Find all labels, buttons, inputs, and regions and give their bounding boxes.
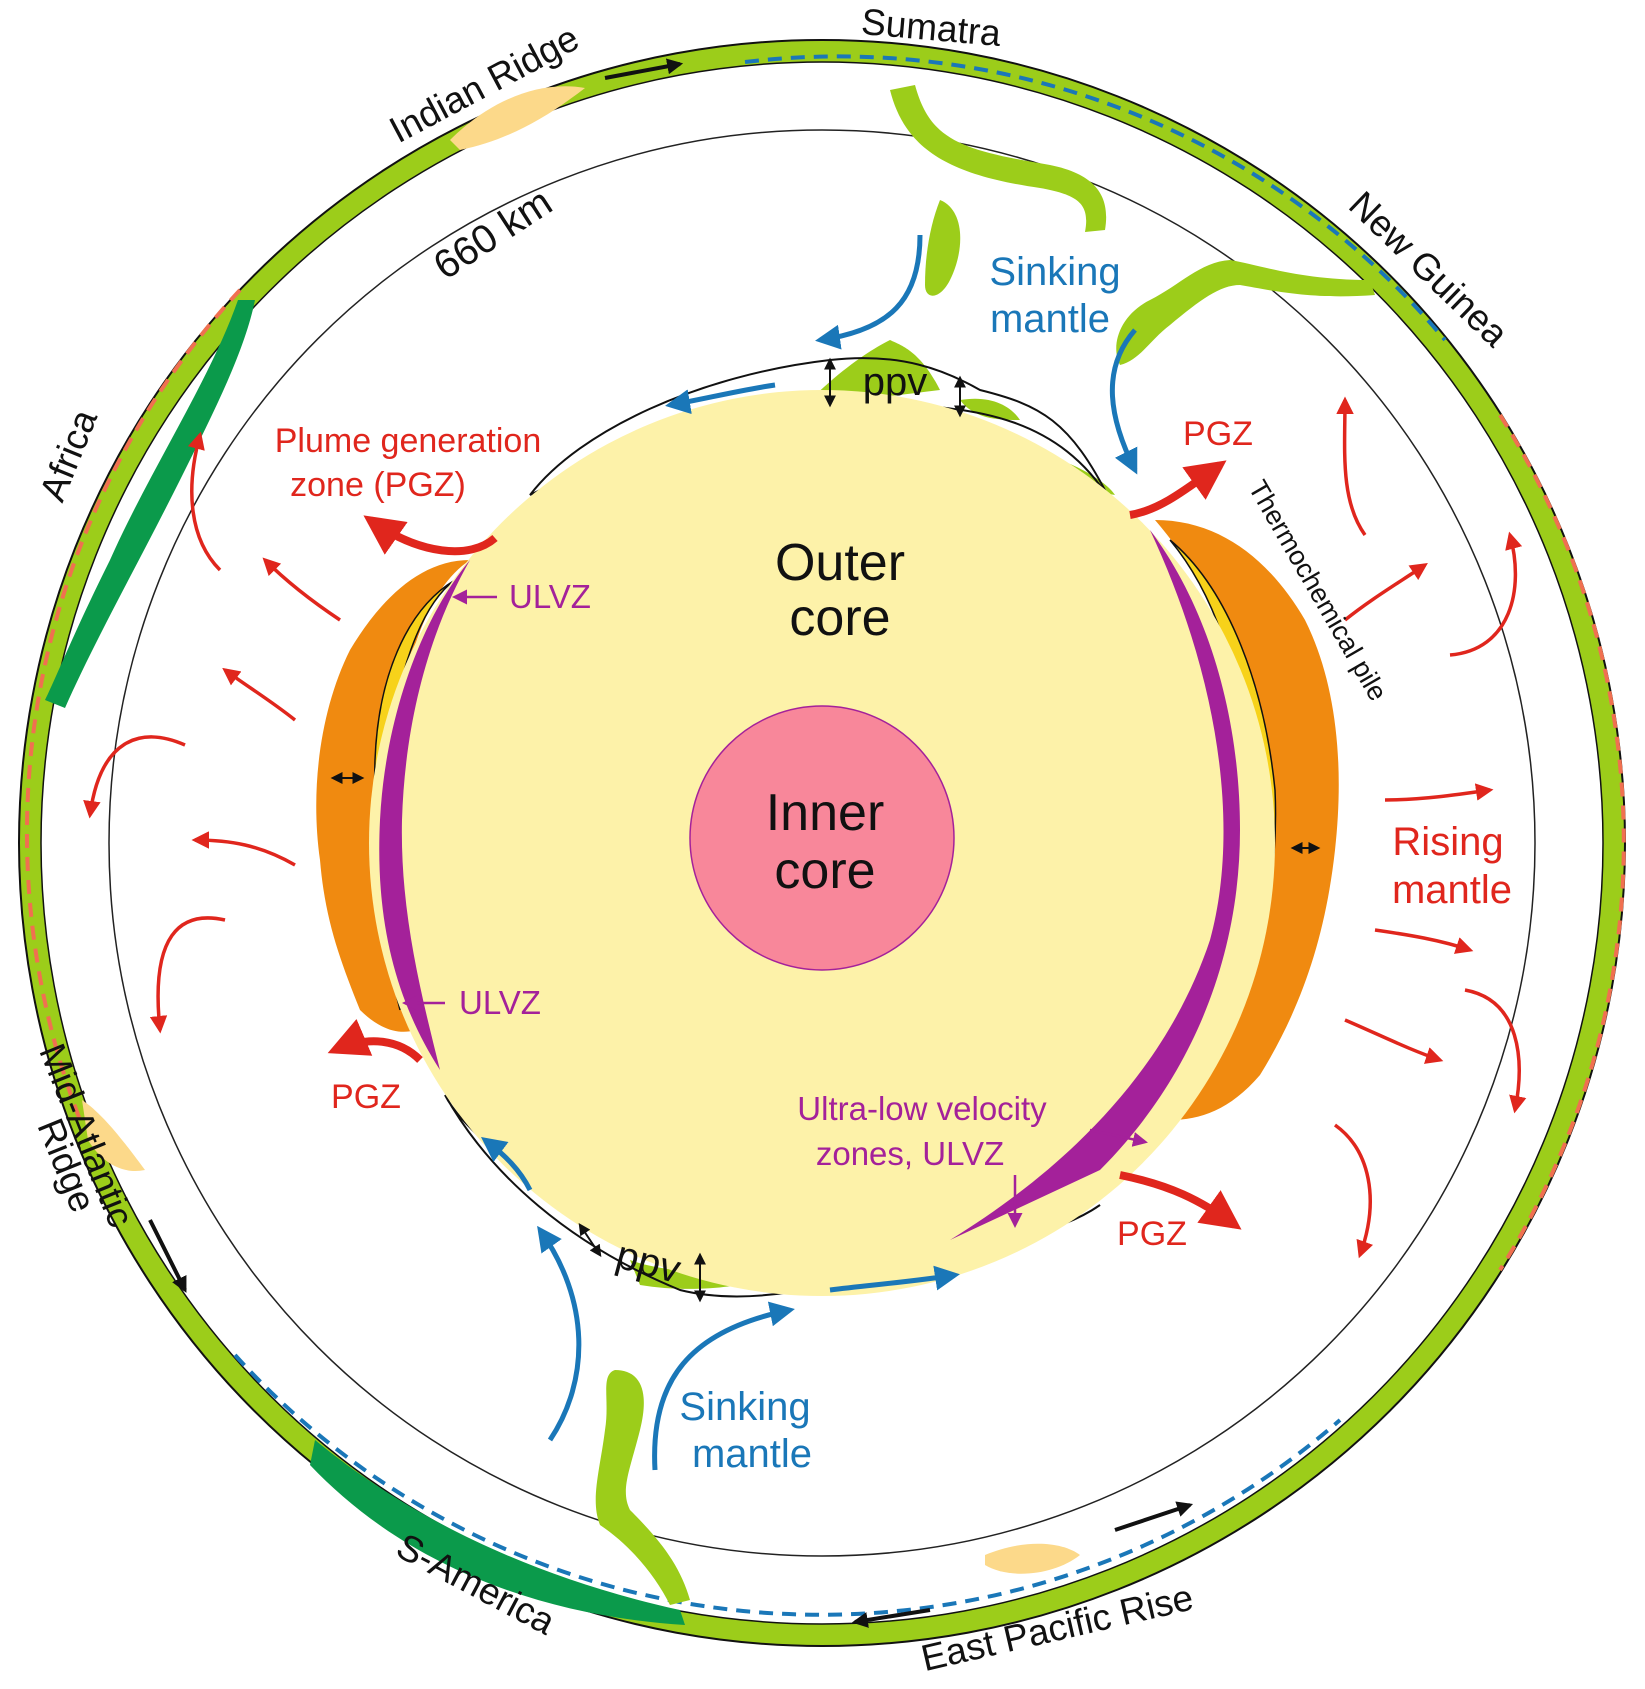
rising-arrow-9 (1449, 531, 1523, 657)
label-outer-core-1: Outer (775, 534, 905, 592)
label-pgz-long-2: zone (PGZ) (290, 466, 466, 504)
rising-arrow-2 (262, 557, 341, 622)
arrow-mid-atlantic (148, 1219, 187, 1293)
pgz-arrow-upper-left (363, 515, 498, 556)
rising-arrow-4 (83, 735, 186, 819)
pile-right-outer (1155, 520, 1339, 1120)
label-pgz-lower-left: PGZ (331, 1078, 401, 1116)
sinking-arrow-3 (665, 382, 776, 415)
label-rising-1: Rising (1392, 820, 1503, 864)
arrow-epr-right (1114, 1501, 1194, 1532)
label-ulvz-lower: ULVZ (459, 984, 541, 1021)
slab-cmb-top-2 (960, 398, 1020, 420)
discontinuity-660km (108, 129, 1536, 1557)
continent-s-america (310, 1440, 685, 1625)
arrow-indian-ridge (604, 58, 684, 80)
sinking-arrow-5 (652, 1301, 795, 1471)
ridge-mid-atlantic (82, 1100, 145, 1171)
label-africa: Africa (32, 403, 106, 506)
ulvz-left (379, 560, 470, 1070)
slab-sumatra-detached (925, 200, 961, 296)
rising-arrow-11 (1374, 928, 1474, 954)
surface-outline-outer (18, 39, 1626, 1647)
dashed-red-left (25, 288, 242, 1121)
label-inner-core-2: core (774, 842, 875, 900)
label-ppv-top: ppv (863, 360, 928, 404)
rising-arrow-10 (1384, 783, 1494, 802)
slab-cmb-top (805, 340, 940, 405)
rising-arrow-6 (149, 916, 226, 1034)
label-pgz-upper-right: PGZ (1183, 415, 1253, 453)
pgz-arrow-lower-left (327, 1019, 423, 1063)
slab-sumatra (890, 85, 1107, 232)
continent-africa (45, 300, 255, 708)
slab-new-guinea (1116, 260, 1375, 365)
label-ulvz-upper: ULVZ (509, 578, 591, 615)
label-inner-core-1: Inner (766, 784, 885, 842)
dashed-red-right (1498, 413, 1626, 1272)
dashed-blue-top (744, 54, 1447, 342)
pgz-arrow-upper-right (1129, 460, 1227, 519)
dashed-blue-bottom (233, 1353, 1342, 1617)
lithosphere-ring (19, 40, 1625, 1646)
arrow-epr-left (851, 1608, 931, 1628)
label-sinking-top-2: mantle (990, 297, 1110, 341)
thickness-arrow-ppv-bot-1 (578, 1223, 602, 1257)
ulvz-right (950, 530, 1240, 1240)
rising-arrow-14 (1333, 1123, 1374, 1259)
pgz-arrows (327, 460, 1242, 1230)
ridge-east-pacific (985, 1543, 1080, 1574)
label-pgz-lower-right: PGZ (1117, 1215, 1187, 1253)
label-pgz-long-1: Plume generation (275, 422, 542, 460)
rising-arrow-5 (191, 831, 296, 867)
label-outer-core-2: core (789, 589, 890, 647)
surface-outline-inner (40, 61, 1604, 1625)
sinking-arrow-2 (1109, 328, 1138, 475)
label-sinking-bottom-1: Sinking (679, 1385, 810, 1429)
label-sinking-bottom-2: mantle (692, 1432, 812, 1476)
sinking-arrow-4 (537, 1225, 582, 1442)
sinking-arrow-6 (481, 1136, 533, 1192)
inner-core (689, 705, 955, 971)
ulvz-pointer-full-1 (1089, 1128, 1148, 1147)
sinking-mantle-arrows (481, 234, 1138, 1471)
rising-arrow-13 (1464, 988, 1527, 1114)
slab-south-america (595, 1370, 690, 1605)
sinking-arrow-7 (829, 1265, 960, 1293)
label-ulvz-full-2: zones, ULVZ (816, 1135, 1004, 1172)
label-sinking-top-1: Sinking (989, 250, 1120, 294)
label-ulvz-full-1: Ultra-low velocity (797, 1090, 1047, 1127)
rising-arrow-1 (187, 431, 222, 572)
label-rising-2: mantle (1392, 868, 1512, 912)
ridge-indian (450, 86, 585, 150)
sinking-arrow-1 (815, 234, 923, 350)
rising-mantle-arrows (83, 396, 1527, 1259)
rising-arrow-12 (1344, 1018, 1444, 1064)
rising-arrow-7 (1336, 396, 1367, 537)
rising-arrow-3 (222, 667, 297, 722)
pgz-arrow-lower-right (1119, 1171, 1242, 1230)
rising-arrow-8 (1343, 563, 1428, 622)
label-660km: 660 km (426, 180, 560, 288)
